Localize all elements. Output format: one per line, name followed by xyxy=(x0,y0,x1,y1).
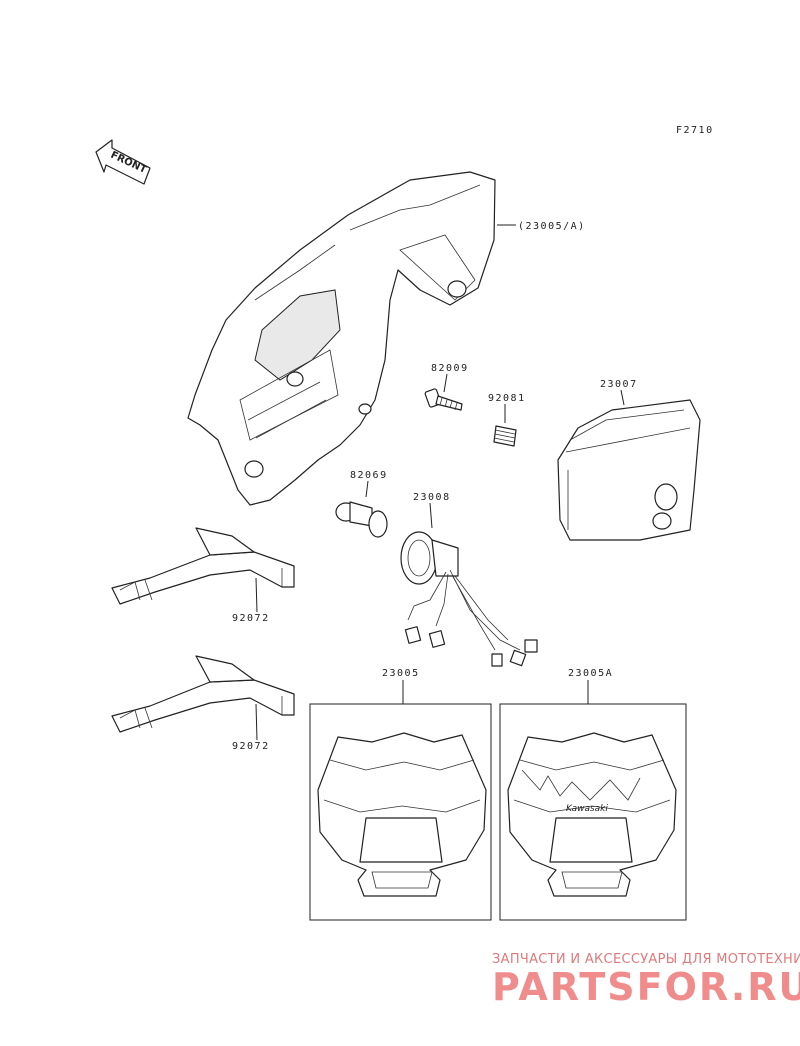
socket-harness-drawing xyxy=(400,531,538,667)
bracket-lower-drawing xyxy=(111,655,295,733)
callout-bulb: 82069 xyxy=(350,470,388,481)
cover-a-frame xyxy=(309,703,492,921)
callout-lens: 23007 xyxy=(600,379,638,390)
front-arrow-icon: FRONT xyxy=(95,139,151,185)
bracket-upper-drawing xyxy=(111,527,295,605)
headlight-cover-drawing xyxy=(187,171,496,506)
figure-code: F2710 xyxy=(676,125,714,136)
callout-cover-set: (23005/A) xyxy=(518,221,586,232)
cover-b-drawing: Kawasaki xyxy=(507,732,677,897)
callout-cover-a: 23005 xyxy=(382,668,420,679)
callout-bracket-upper: 92072 xyxy=(232,613,270,624)
cover-b-frame xyxy=(499,703,687,921)
cover-a-drawing xyxy=(317,732,487,897)
callout-socket: 23008 xyxy=(413,492,451,503)
watermark: ЗАПЧАСТИ И АКСЕССУАРЫ ДЛЯ МОТОТЕХНИКИ PA… xyxy=(492,952,800,1009)
callout-bracket-lower: 92072 xyxy=(232,741,270,752)
spring-icon xyxy=(493,425,517,447)
callout-screw: 82009 xyxy=(431,363,469,374)
headlight-lens-drawing xyxy=(557,399,701,541)
screw-icon xyxy=(424,388,463,411)
watermark-site: PARTSFOR.RU xyxy=(492,965,800,1009)
cover-b-logo-text: Kawasaki xyxy=(566,804,608,814)
bulb-icon xyxy=(335,501,388,538)
watermark-tagline: ЗАПЧАСТИ И АКСЕССУАРЫ ДЛЯ МОТОТЕХНИКИ xyxy=(492,952,800,967)
callout-cover-b: 23005A xyxy=(568,668,613,679)
callout-spring: 92081 xyxy=(488,393,526,404)
